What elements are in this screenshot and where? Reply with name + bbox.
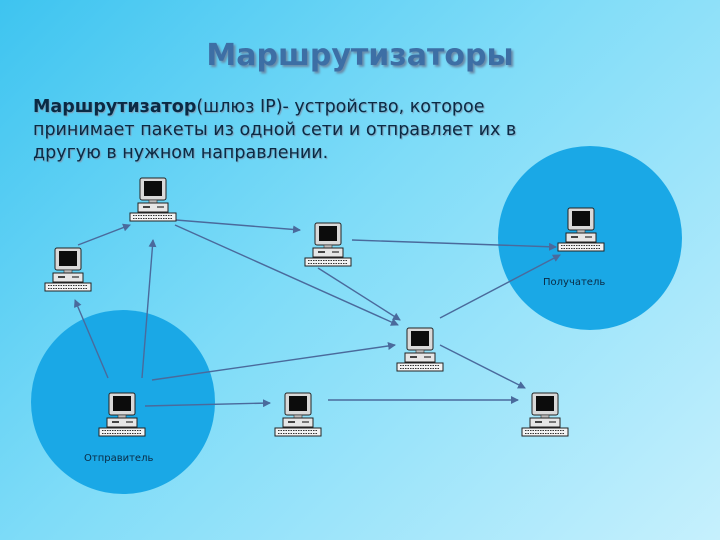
computer-icon (274, 392, 322, 437)
link-sender-left-computer (74, 299, 109, 379)
definition-rest: (шлюз IP)- устройство, которое принимает… (33, 97, 517, 163)
link-router2-receiver (351, 239, 557, 251)
computer-icon (304, 222, 352, 267)
link-router1-center-router (174, 224, 399, 326)
link-sender-router1 (141, 239, 157, 379)
receiver-label: Получатель (543, 277, 605, 288)
link-center-router-right-router (439, 344, 526, 389)
definition-term: Маршрутизатор (33, 97, 197, 117)
link-router1-router2 (175, 219, 301, 234)
computer-icon (129, 177, 177, 222)
network-links (74, 219, 561, 408)
computer-icon (521, 392, 569, 437)
link-sender-bottom-router (144, 399, 271, 408)
sender-label: Отправитель (84, 453, 153, 464)
definition-text: Маршрутизатор(шлюз IP)- устройство, кото… (33, 96, 553, 165)
link-router2-center-router (317, 267, 401, 321)
computer-icon (44, 247, 92, 292)
slide-title: Маршрутизаторы (206, 38, 514, 73)
link-left-computer-router1 (77, 223, 131, 246)
link-sender-center-router (151, 342, 396, 381)
computer-icon (396, 327, 444, 372)
link-center-router-receiver (439, 254, 561, 319)
